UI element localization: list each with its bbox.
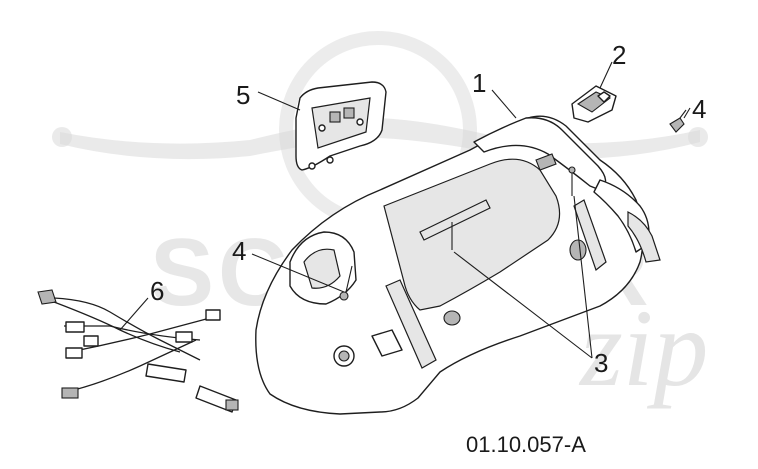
- part-2-switch: [571, 85, 617, 123]
- watermark-script: zip: [578, 287, 708, 409]
- part-4-screw-right: [669, 109, 687, 133]
- callout-5: 5: [236, 80, 250, 110]
- callout-2: 2: [612, 40, 626, 70]
- callout-4-left: 4: [232, 236, 246, 266]
- leader-lines: [119, 61, 691, 359]
- diagram-reference-code: 01.10.057-A: [466, 432, 586, 457]
- callout-labels: 1 2 3 4 4 5 6: [150, 40, 706, 378]
- callout-6: 6: [150, 276, 164, 306]
- part-1-body-fairing: [255, 115, 661, 415]
- part-6-wiring-harness: [37, 289, 239, 413]
- callout-1: 1: [472, 68, 486, 98]
- watermark-grip-left: [52, 127, 72, 147]
- callout-4-right: 4: [692, 94, 706, 124]
- part-5-instrument-housing: [295, 81, 387, 171]
- watermark-grip-right: [688, 127, 708, 147]
- callout-3: 3: [594, 348, 608, 378]
- part-4-screw-left: [339, 265, 353, 301]
